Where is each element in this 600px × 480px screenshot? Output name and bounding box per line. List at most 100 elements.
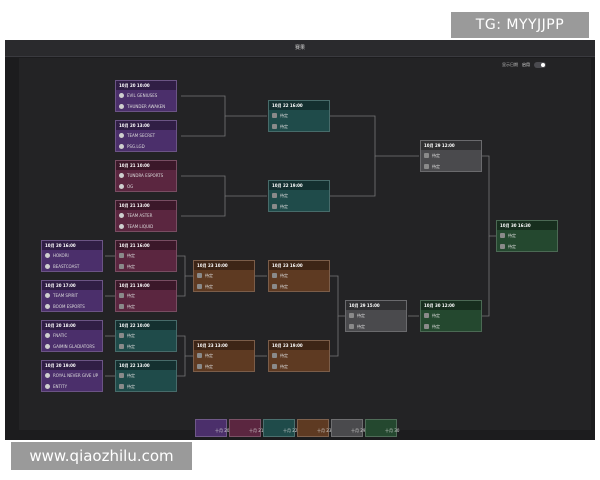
match-time: 10月 22 10:00 xyxy=(116,321,176,330)
team-name: 待定 xyxy=(432,323,440,329)
tbd-icon xyxy=(272,353,277,358)
match-time: 10月 20 10:00 xyxy=(116,81,176,90)
team-row: TEAM SECRET xyxy=(116,130,176,141)
team-name: 待定 xyxy=(127,303,135,309)
team-row: OG xyxy=(116,181,176,191)
match-time: 10月 20 18:00 xyxy=(42,321,102,330)
match-card[interactable]: 10月 29 12:00 待定 待定 xyxy=(420,140,482,172)
team-row: 待定 xyxy=(421,150,481,161)
team-row: 待定 xyxy=(194,361,254,371)
show-dates-state: 启用 xyxy=(522,62,530,67)
team-name: 待定 xyxy=(280,112,288,118)
team-name: 待定 xyxy=(127,372,135,378)
team-name: 待定 xyxy=(127,343,135,349)
team-row: 待定 xyxy=(116,330,176,341)
tbd-icon xyxy=(197,353,202,358)
connector xyxy=(177,276,186,297)
team-name: GAIMIN GLADIATORS xyxy=(53,344,95,349)
tbd-icon xyxy=(119,333,124,338)
match-card[interactable]: 10月 21 19:00 待定 待定 xyxy=(115,280,177,312)
bracket-window: 赛果 显示日期 启用 10月 20 10:00 EVIL GENIUSES TH… xyxy=(5,40,595,440)
team-name: PSG.LGD xyxy=(127,144,145,149)
tbd-icon xyxy=(424,164,429,169)
match-card[interactable]: 10月 22 13:00 待定 待定 xyxy=(115,360,177,392)
connector xyxy=(482,236,490,317)
team-name: TEAM SECRET xyxy=(127,133,156,138)
match-card[interactable]: 10月 23 13:00 待定 待定 xyxy=(193,340,255,372)
tbd-icon xyxy=(119,264,124,269)
team-row: 待定 xyxy=(116,381,176,391)
toggle-switch[interactable] xyxy=(534,62,546,68)
match-time: 10月 22 16:00 xyxy=(269,101,329,110)
tbd-icon xyxy=(272,124,277,129)
match-card[interactable]: 10月 30 16:30 待定 待定 xyxy=(496,220,558,252)
tbd-icon xyxy=(272,204,277,209)
team-name: 待定 xyxy=(205,283,213,289)
team-row: 待定 xyxy=(116,301,176,311)
team-row: TEAM ASTER xyxy=(116,210,176,221)
watermark-top: TG: MYYJJPP xyxy=(451,12,589,38)
team-row: 待定 xyxy=(346,321,406,331)
match-time: 10月 29 15:00 xyxy=(346,301,406,310)
team-logo-icon xyxy=(45,293,50,298)
match-card[interactable]: 10月 29 15:00 待定 待定 xyxy=(345,300,407,332)
connector xyxy=(181,95,267,117)
tbd-icon xyxy=(119,384,124,389)
match-time: 10月 22 19:00 xyxy=(269,181,329,190)
match-card[interactable]: 10月 20 10:00 EVIL GENIUSES THUNDER AWAKE… xyxy=(115,80,177,112)
team-row: TEAM LIQUID xyxy=(116,221,176,231)
match-card[interactable]: 10月 22 10:00 待定 待定 xyxy=(115,320,177,352)
match-card[interactable]: 10月 22 16:00 待定 待定 xyxy=(268,100,330,132)
tbd-icon xyxy=(349,324,354,329)
match-card[interactable]: 10月 20 19:00 ROYAL NEVER GIVE UP ENTITY xyxy=(41,360,103,392)
connector xyxy=(181,116,226,137)
match-card[interactable]: 10月 20 17:00 TEAM SPIRIT BOOM ESPORTS xyxy=(41,280,103,312)
team-row: EVIL GENIUSES xyxy=(116,90,176,101)
tbd-icon xyxy=(119,293,124,298)
team-logo-icon xyxy=(119,133,124,138)
team-name: TEAM ASTER xyxy=(127,213,153,218)
connector xyxy=(181,196,226,217)
match-card[interactable]: 10月 23 19:00 待定 待定 xyxy=(268,340,330,372)
team-name: 待定 xyxy=(127,332,135,338)
match-card[interactable]: 10月 21 16:00 待定 待定 xyxy=(115,240,177,272)
match-card[interactable]: 10月 22 19:00 待定 待定 xyxy=(268,180,330,212)
match-card[interactable]: 10月 20 13:00 TEAM SECRET PSG.LGD xyxy=(115,120,177,152)
team-row: 待定 xyxy=(194,350,254,361)
window-title: 赛果 xyxy=(5,40,595,57)
match-card[interactable]: 10月 20 16:00 HOKORI BEASTCOAST xyxy=(41,240,103,272)
legend-item: 十月 20 xyxy=(195,419,229,437)
match-time: 10月 20 13:00 xyxy=(116,121,176,130)
team-name: ENTITY xyxy=(53,384,68,389)
match-time: 10月 21 10:00 xyxy=(116,161,176,170)
team-row: 待定 xyxy=(116,341,176,351)
show-dates-toggle[interactable]: 显示日期 启用 xyxy=(502,62,546,68)
legend-item: 十月 21 xyxy=(229,419,263,437)
team-name: 待定 xyxy=(357,312,365,318)
match-card[interactable]: 10月 23 10:00 待定 待定 xyxy=(193,260,255,292)
connector xyxy=(330,115,419,157)
tbd-icon xyxy=(272,284,277,289)
team-row: 待定 xyxy=(116,250,176,261)
match-card[interactable]: 10月 23 16:00 待定 待定 xyxy=(268,260,330,292)
tbd-icon xyxy=(119,304,124,309)
team-name: EVIL GENIUSES xyxy=(127,93,158,98)
match-time: 10月 21 19:00 xyxy=(116,281,176,290)
team-name: TUNDRA ESPORTS xyxy=(127,173,164,178)
team-row: TEAM SPIRIT xyxy=(42,290,102,301)
team-row: 待定 xyxy=(421,321,481,331)
match-card[interactable]: 10月 20 18:00 FNATIC GAIMIN GLADIATORS xyxy=(41,320,103,352)
match-card[interactable]: 10月 30 12:00 待定 待定 xyxy=(420,300,482,332)
team-name: THUNDER AWAKEN xyxy=(127,104,166,109)
team-logo-icon xyxy=(119,184,124,189)
team-name: 待定 xyxy=(205,352,213,358)
team-name: 待定 xyxy=(357,323,365,329)
match-card[interactable]: 10月 21 13:00 TEAM ASTER TEAM LIQUID xyxy=(115,200,177,232)
team-name: 待定 xyxy=(508,232,516,238)
tbd-icon xyxy=(119,344,124,349)
connector xyxy=(482,155,496,237)
team-row: PSG.LGD xyxy=(116,141,176,151)
match-card[interactable]: 10月 21 10:00 TUNDRA ESPORTS OG xyxy=(115,160,177,192)
tbd-icon xyxy=(500,244,505,249)
team-row: 待定 xyxy=(269,110,329,121)
